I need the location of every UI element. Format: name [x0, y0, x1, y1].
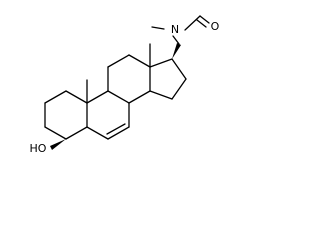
- structure-canvas: HO N O: [30, 15, 220, 155]
- nitrogen-label: N: [171, 23, 179, 36]
- carbonyl-bond-double: [196, 19, 207, 28]
- bond: [44, 126, 67, 140]
- hydroxyl-label: HO: [30, 142, 47, 155]
- bond: [107, 54, 130, 68]
- n-methyl-bond: [151, 26, 165, 30]
- bond: [86, 126, 109, 140]
- bond-lines: [44, 15, 210, 140]
- bond: [128, 54, 151, 68]
- bond: [86, 90, 109, 104]
- bond: [171, 78, 187, 100]
- bond: [107, 126, 130, 140]
- bond: [44, 90, 67, 104]
- wedge-bond-oh: [50, 139, 66, 150]
- bond: [171, 58, 187, 80]
- bond: [107, 90, 130, 104]
- oxygen-label: O: [211, 20, 220, 33]
- carbonyl-bond: [199, 15, 210, 24]
- wedge-bond-n: [172, 43, 181, 59]
- steroid-structure-diagram: HO N O: [30, 15, 220, 155]
- bond: [184, 15, 201, 31]
- double-bond-inner: [106, 123, 126, 135]
- bond: [128, 90, 151, 104]
- bond: [149, 90, 173, 100]
- bond: [149, 58, 173, 68]
- bond: [65, 90, 88, 104]
- bond: [172, 35, 180, 45]
- bond: [65, 126, 88, 140]
